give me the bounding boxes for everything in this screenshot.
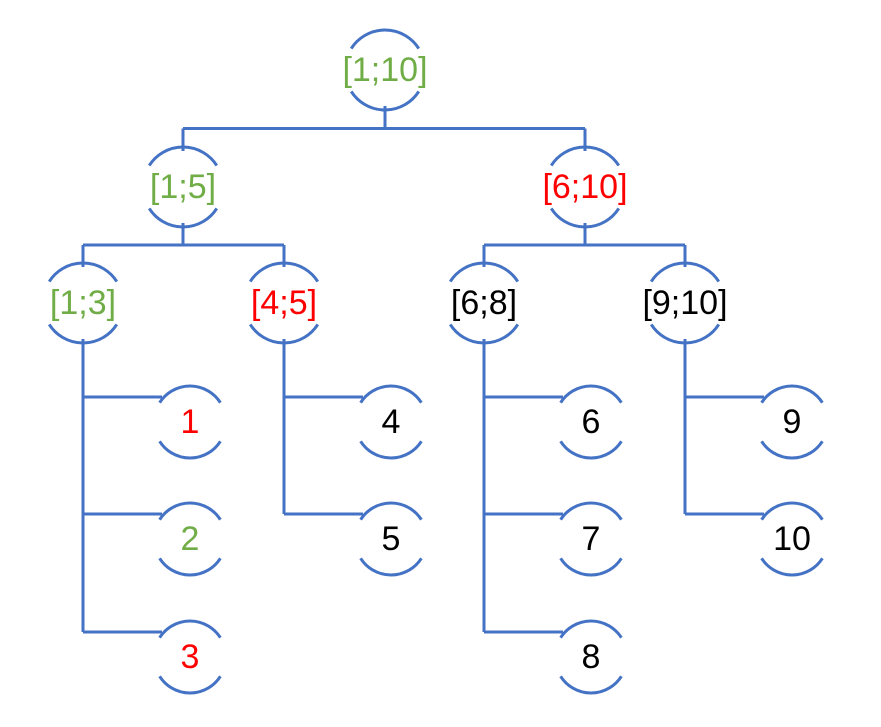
edge-n-1-10 xyxy=(181,106,587,151)
node-bottom-arc xyxy=(559,557,623,577)
node-bottom-arc xyxy=(649,323,721,345)
node-top-arc xyxy=(349,28,421,50)
node-label: 1 xyxy=(181,403,200,441)
node-top-arc xyxy=(158,501,222,521)
tree-node-leaf-1: 1 xyxy=(158,384,222,460)
tree-node-n-6-8: [6;8] xyxy=(448,261,520,345)
node-top-arc xyxy=(559,501,623,521)
node-label: 7 xyxy=(582,520,601,558)
tree-node-n-9-10: [9;10] xyxy=(642,261,728,345)
tree-node-n-1-3: [1;3] xyxy=(47,261,119,345)
node-top-arc xyxy=(760,384,824,404)
tree-node-leaf-6: 6 xyxy=(559,384,623,460)
tree-node-leaf-10: 10 xyxy=(760,501,824,577)
tree-node-n-6-10: [6;10] xyxy=(542,145,628,229)
node-label: [1;3] xyxy=(50,284,116,322)
node-label: 6 xyxy=(582,403,601,441)
node-top-arc xyxy=(448,261,520,283)
node-label: 5 xyxy=(382,520,401,558)
node-bottom-arc xyxy=(559,440,623,460)
node-bottom-arc xyxy=(248,323,320,345)
node-top-arc xyxy=(760,501,824,521)
node-label: 10 xyxy=(773,520,811,558)
edge-n-4-5 xyxy=(282,339,363,516)
node-bottom-arc xyxy=(147,207,219,229)
node-top-arc xyxy=(158,619,222,639)
node-bottom-arc xyxy=(47,323,119,345)
tree-node-leaf-4: 4 xyxy=(359,384,423,460)
node-top-arc xyxy=(47,261,119,283)
tree-node-leaf-2: 2 xyxy=(158,501,222,577)
tree-node-leaf-5: 5 xyxy=(359,501,423,577)
node-bottom-arc xyxy=(448,323,520,345)
node-label: [1;10] xyxy=(342,51,427,89)
node-top-arc xyxy=(559,384,623,404)
tree-nodes: [1;10] [1;5] [6;10] [1;3] [4;5] [6;8] [9;10] 1 2… xyxy=(47,28,824,695)
node-top-arc xyxy=(549,145,621,167)
tree-edges xyxy=(81,106,764,634)
tree-node-leaf-3: 3 xyxy=(158,619,222,695)
edge-n-6-10 xyxy=(482,223,687,267)
node-label: 4 xyxy=(382,403,401,441)
edge-n-1-5 xyxy=(81,223,286,267)
node-label: [6;10] xyxy=(542,168,627,206)
node-label: [6;8] xyxy=(451,284,517,322)
node-label: 2 xyxy=(181,520,200,558)
node-top-arc xyxy=(248,261,320,283)
node-bottom-arc xyxy=(158,675,222,695)
node-bottom-arc xyxy=(549,207,621,229)
edge-n-9-10 xyxy=(683,339,764,516)
node-label: 9 xyxy=(783,403,802,441)
tree-node-n-4-5: [4;5] xyxy=(248,261,320,345)
node-label: [4;5] xyxy=(251,284,317,322)
node-top-arc xyxy=(359,384,423,404)
node-label: 3 xyxy=(181,638,200,676)
tree-node-leaf-8: 8 xyxy=(559,619,623,695)
node-bottom-arc xyxy=(359,440,423,460)
node-top-arc xyxy=(649,261,721,283)
node-top-arc xyxy=(147,145,219,167)
tree-node-leaf-7: 7 xyxy=(559,501,623,577)
node-label: [1;5] xyxy=(150,168,216,206)
node-bottom-arc xyxy=(559,675,623,695)
tree-node-leaf-9: 9 xyxy=(760,384,824,460)
node-bottom-arc xyxy=(158,557,222,577)
tree-node-n-1-5: [1;5] xyxy=(147,145,219,229)
node-label: 8 xyxy=(582,638,601,676)
node-bottom-arc xyxy=(760,440,824,460)
node-label: [9;10] xyxy=(642,284,727,322)
node-bottom-arc xyxy=(349,90,421,112)
node-top-arc xyxy=(559,619,623,639)
edge-n-6-8 xyxy=(482,339,563,634)
node-bottom-arc xyxy=(158,440,222,460)
node-bottom-arc xyxy=(359,557,423,577)
tree-node-n-1-10: [1;10] xyxy=(342,28,428,112)
edge-n-1-3 xyxy=(81,339,162,634)
node-top-arc xyxy=(158,384,222,404)
node-top-arc xyxy=(359,501,423,521)
node-bottom-arc xyxy=(760,557,824,577)
